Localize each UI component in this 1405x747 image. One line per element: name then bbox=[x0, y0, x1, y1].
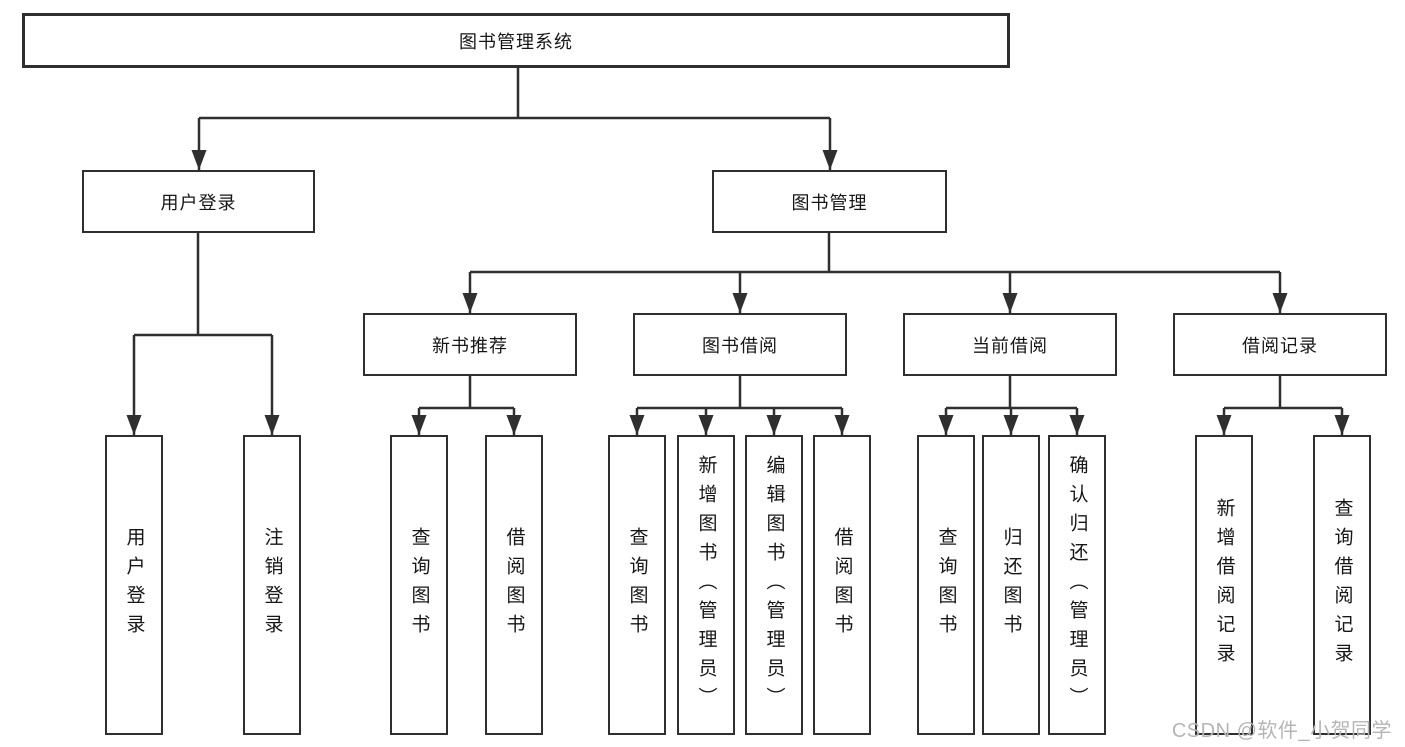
node-label: 注销登录 bbox=[261, 527, 283, 643]
leaf-add-borrow-record: 新增借阅记录 bbox=[1195, 435, 1253, 735]
leaf-query-books-1: 查询图书 bbox=[390, 435, 448, 735]
node-label: 查询图书 bbox=[626, 527, 648, 643]
node-label: 新增图书（管理员） bbox=[695, 454, 717, 716]
node-label: 借阅图书 bbox=[503, 527, 525, 643]
node-label: 新书推荐 bbox=[432, 335, 508, 356]
leaf-borrow-books-2: 借阅图书 bbox=[813, 435, 871, 735]
node-book-borrow: 图书借阅 bbox=[633, 313, 847, 376]
node-label: 查询图书 bbox=[408, 527, 430, 643]
node-label: 查询图书 bbox=[935, 527, 957, 643]
node-label: 用户登录 bbox=[123, 527, 145, 643]
node-user-login: 用户登录 bbox=[82, 170, 315, 233]
leaf-edit-book-admin: 编辑图书（管理员） bbox=[745, 435, 803, 735]
node-new-book-recommend: 新书推荐 bbox=[363, 313, 577, 376]
node-label: 借阅记录 bbox=[1242, 335, 1318, 356]
node-current-borrow: 当前借阅 bbox=[903, 313, 1117, 376]
leaf-return-book: 归还图书 bbox=[982, 435, 1040, 735]
leaf-query-borrow-record: 查询借阅记录 bbox=[1313, 435, 1371, 735]
node-label: 图书管理 bbox=[791, 192, 868, 213]
leaf-logout: 注销登录 bbox=[243, 435, 301, 735]
leaf-user-login: 用户登录 bbox=[105, 435, 163, 735]
node-label: 新增借阅记录 bbox=[1213, 498, 1235, 672]
node-root: 图书管理系统 bbox=[22, 13, 1010, 68]
leaf-query-books-3: 查询图书 bbox=[917, 435, 975, 735]
leaf-query-books-2: 查询图书 bbox=[608, 435, 666, 735]
leaf-add-book-admin: 新增图书（管理员） bbox=[677, 435, 735, 735]
leaf-borrow-books-1: 借阅图书 bbox=[485, 435, 543, 735]
node-label: 图书管理系统 bbox=[459, 31, 573, 52]
watermark: CSDN @软件_小贺同学 bbox=[1171, 720, 1392, 742]
node-label: 图书借阅 bbox=[702, 335, 778, 356]
leaf-confirm-return-admin: 确认归还（管理员） bbox=[1048, 435, 1106, 735]
node-label: 归还图书 bbox=[1000, 527, 1022, 643]
node-label: 借阅图书 bbox=[831, 527, 853, 643]
node-label: 确认归还（管理员） bbox=[1066, 454, 1088, 716]
node-borrow-records: 借阅记录 bbox=[1173, 313, 1387, 376]
node-label: 编辑图书（管理员） bbox=[763, 454, 785, 716]
node-book-management: 图书管理 bbox=[712, 170, 947, 233]
node-label: 查询借阅记录 bbox=[1331, 498, 1353, 672]
node-label: 当前借阅 bbox=[972, 335, 1048, 356]
node-label: 用户登录 bbox=[160, 192, 237, 213]
